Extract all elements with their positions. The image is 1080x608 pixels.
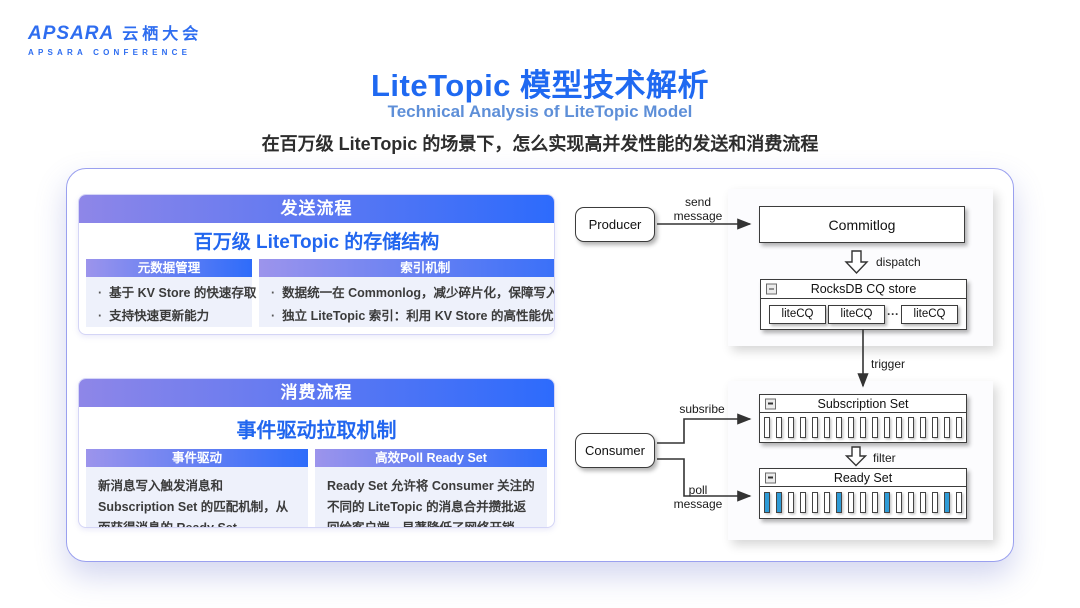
bullet-dot-icon	[267, 282, 282, 305]
collapse-minus-icon	[766, 283, 777, 295]
poll-ready-set-column-header: 高效Poll Ready Set	[315, 449, 547, 467]
ready-bars	[760, 487, 966, 518]
queue-bar	[812, 492, 818, 513]
bullet-dot-icon	[267, 305, 282, 328]
index-column-header: 索引机制	[259, 259, 554, 277]
send-flow-header: 发送流程	[79, 195, 554, 223]
ellipsis-label: ···	[887, 307, 899, 321]
list-item: 基于 KV Store 的快速存取	[94, 282, 256, 305]
queue-bar	[920, 417, 926, 438]
send-message-label: send message	[673, 195, 723, 223]
queue-bar	[932, 492, 938, 513]
queue-bar	[848, 492, 854, 513]
queue-bar	[800, 492, 806, 513]
consume-flow-header: 消费流程	[79, 379, 554, 407]
queue-bar	[896, 492, 902, 513]
queue-bar	[800, 417, 806, 438]
subscription-set-title: Subscription Set	[817, 397, 909, 411]
subscription-bars	[760, 413, 966, 442]
queue-bar	[908, 417, 914, 438]
litecq-box: liteCQ	[901, 304, 958, 324]
poll-message-label: poll message	[673, 483, 723, 511]
queue-bar	[788, 417, 794, 438]
queue-bar	[872, 417, 878, 438]
queue-bar	[896, 417, 902, 438]
event-driven-text: 新消息写入触发消息和 Subscription Set 的匹配机制，从而获得消息…	[86, 467, 308, 527]
queue-bar	[944, 492, 950, 513]
bullet-dot-icon	[94, 282, 109, 305]
consume-flow-title: 事件驱动拉取机制	[236, 420, 397, 442]
queue-bar	[956, 492, 962, 513]
page-subtitle: Technical Analysis of LiteTopic Model	[387, 102, 693, 121]
commitlog-node: Commitlog	[759, 206, 965, 243]
subscribe-label: subsribe	[679, 402, 725, 416]
subscription-set-node: Subscription Set	[759, 394, 967, 443]
event-driven-column-header: 事件驱动	[86, 449, 308, 467]
queue-bar	[920, 492, 926, 513]
rocksdb-cq-store-node: RocksDB CQ store liteCQ liteCQ ··· liteC…	[760, 279, 967, 330]
queue-bar	[848, 417, 854, 438]
dispatch-label: dispatch	[876, 255, 921, 269]
send-flow-section: 发送流程 百万级 LiteTopic 的存储结构 元数据管理 基于 KV Sto…	[78, 194, 555, 335]
page-title: LiteTopic 模型技术解析	[370, 68, 710, 103]
event-driven-column: 事件驱动 新消息写入触发消息和 Subscription Set 的匹配机制，从…	[86, 449, 308, 527]
queue-bar	[944, 417, 950, 438]
queue-bar	[776, 417, 782, 438]
poll-ready-set-text: Ready Set 允许将 Consumer 关注的不同的 LiteTopic …	[315, 467, 547, 527]
consumer-node: Consumer	[575, 433, 655, 468]
queue-bar	[824, 492, 830, 513]
list-item: 独立 LiteTopic 索引：利用 KV Store 的高性能优势	[267, 305, 554, 328]
queue-bar	[908, 492, 914, 513]
queue-bar	[836, 417, 842, 438]
index-column: 索引机制 数据统一在 Commonlog，减少碎片化，保障写入性能 独立 Lit…	[259, 259, 554, 328]
page-description: 在百万级 LiteTopic 的场景下，怎么实现高并发性能的发送和消费流程	[261, 134, 819, 154]
litecq-box: liteCQ	[769, 304, 826, 324]
bullet-dot-icon	[94, 305, 109, 328]
queue-bar	[956, 417, 962, 438]
queue-bar	[776, 492, 782, 513]
trigger-label: trigger	[871, 357, 906, 371]
producer-node: Producer	[575, 207, 655, 242]
queue-bar	[932, 417, 938, 438]
queue-bar	[860, 417, 866, 438]
litecq-box: liteCQ	[828, 304, 885, 324]
logo-brand-cn: 云栖大会	[122, 26, 203, 43]
queue-bar	[860, 492, 866, 513]
logo-brand-en: APSARA	[28, 23, 115, 44]
queue-bar	[764, 492, 770, 513]
queue-bar	[884, 417, 890, 438]
rocksdb-title: RocksDB CQ store	[810, 282, 917, 296]
collapse-minus-icon	[765, 472, 776, 483]
ready-set-title: Ready Set	[833, 471, 893, 485]
queue-bar	[884, 492, 890, 513]
list-item: 数据统一在 Commonlog，减少碎片化，保障写入性能	[267, 282, 554, 305]
metadata-column: 元数据管理 基于 KV Store 的快速存取 支持快速更新能力	[86, 259, 256, 328]
queue-bar	[824, 417, 830, 438]
apsara-logo: APSARA 云栖大会 APSARA CONFERENCE	[28, 20, 202, 57]
send-flow-title: 百万级 LiteTopic 的存储结构	[193, 232, 440, 253]
logo-subtitle: APSARA CONFERENCE	[28, 48, 192, 57]
filter-label: filter	[873, 451, 896, 465]
queue-bar	[812, 417, 818, 438]
metadata-column-header: 元数据管理	[86, 259, 252, 277]
consume-flow-section: 消费流程 事件驱动拉取机制 事件驱动 新消息写入触发消息和 Subscripti…	[78, 378, 555, 528]
queue-bar	[872, 492, 878, 513]
queue-bar	[764, 417, 770, 438]
ready-set-node: Ready Set	[759, 468, 967, 519]
poll-ready-set-column: 高效Poll Ready Set Ready Set 允许将 Consumer …	[315, 449, 547, 527]
list-item: 支持快速更新能力	[94, 305, 244, 328]
collapse-minus-icon	[765, 398, 776, 409]
queue-bar	[788, 492, 794, 513]
queue-bar	[836, 492, 842, 513]
